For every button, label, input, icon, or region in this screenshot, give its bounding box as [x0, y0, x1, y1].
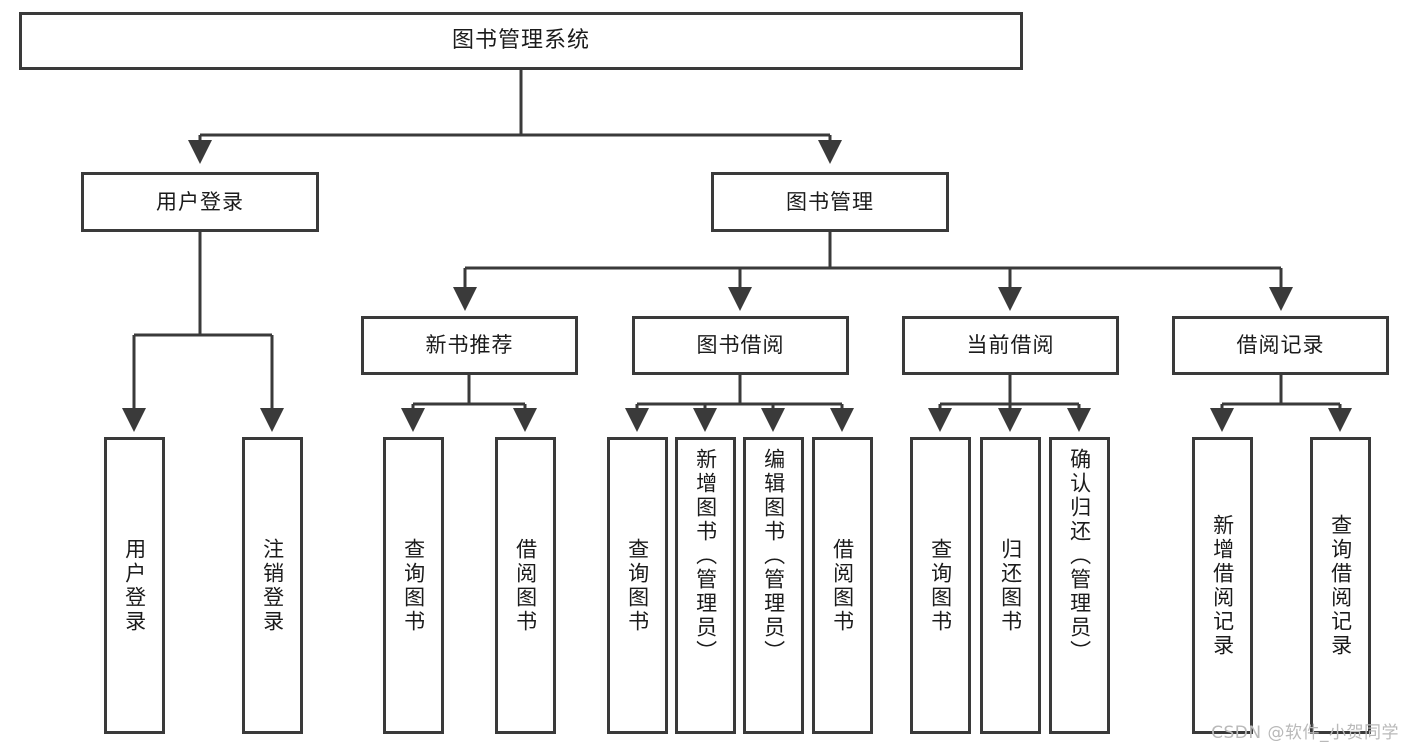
leaf-current-borrow-return[interactable]: 归还图书 [980, 437, 1041, 734]
node-label: 查询图书 [401, 537, 426, 634]
node-book-borrow[interactable]: 图书借阅 [632, 316, 849, 375]
node-label: 新书推荐 [425, 333, 514, 358]
leaf-current-borrow-confirm-return[interactable]: 确认归还（管理员） [1049, 437, 1110, 734]
node-label: 查询借阅记录 [1328, 513, 1353, 658]
leaf-book-borrow-borrow[interactable]: 借阅图书 [812, 437, 873, 734]
node-label: 图书管理 [786, 189, 874, 214]
node-label: 用户登录 [122, 537, 147, 634]
leaf-user-login-login[interactable]: 用户登录 [104, 437, 165, 734]
node-book-management[interactable]: 图书管理 [711, 172, 949, 232]
node-label: 图书借阅 [696, 333, 785, 358]
watermark-text: CSDN @软件_小贺同学 [1211, 723, 1399, 743]
node-root-system[interactable]: 图书管理系统 [19, 12, 1023, 70]
leaf-book-borrow-add[interactable]: 新增图书（管理员） [675, 437, 736, 734]
node-borrow-record[interactable]: 借阅记录 [1172, 316, 1389, 375]
node-label: 确认归还（管理员） [1067, 448, 1092, 664]
node-label: 借阅记录 [1236, 333, 1325, 358]
node-label: 编辑图书（管理员） [761, 448, 786, 664]
node-current-borrow[interactable]: 当前借阅 [902, 316, 1119, 375]
node-label: 图书管理系统 [451, 28, 590, 54]
node-label: 借阅图书 [830, 537, 855, 634]
node-label: 当前借阅 [966, 333, 1055, 358]
node-label: 新增借阅记录 [1210, 513, 1235, 658]
node-label: 借阅图书 [513, 537, 538, 634]
node-user-login[interactable]: 用户登录 [81, 172, 319, 232]
leaf-borrow-record-add[interactable]: 新增借阅记录 [1192, 437, 1253, 734]
leaf-book-borrow-edit[interactable]: 编辑图书（管理员） [743, 437, 804, 734]
leaf-book-borrow-query[interactable]: 查询图书 [607, 437, 668, 734]
leaf-current-borrow-query[interactable]: 查询图书 [910, 437, 971, 734]
node-label: 注销登录 [260, 537, 285, 634]
node-label: 用户登录 [156, 189, 244, 214]
node-label: 归还图书 [998, 537, 1023, 634]
node-label: 新增图书（管理员） [693, 448, 718, 664]
leaf-borrow-record-query[interactable]: 查询借阅记录 [1310, 437, 1371, 734]
leaf-new-book-borrow[interactable]: 借阅图书 [495, 437, 556, 734]
leaf-user-login-logout[interactable]: 注销登录 [242, 437, 303, 734]
node-new-book-recommend[interactable]: 新书推荐 [361, 316, 578, 375]
node-label: 查询图书 [928, 537, 953, 634]
node-label: 查询图书 [625, 537, 650, 634]
leaf-new-book-query[interactable]: 查询图书 [383, 437, 444, 734]
